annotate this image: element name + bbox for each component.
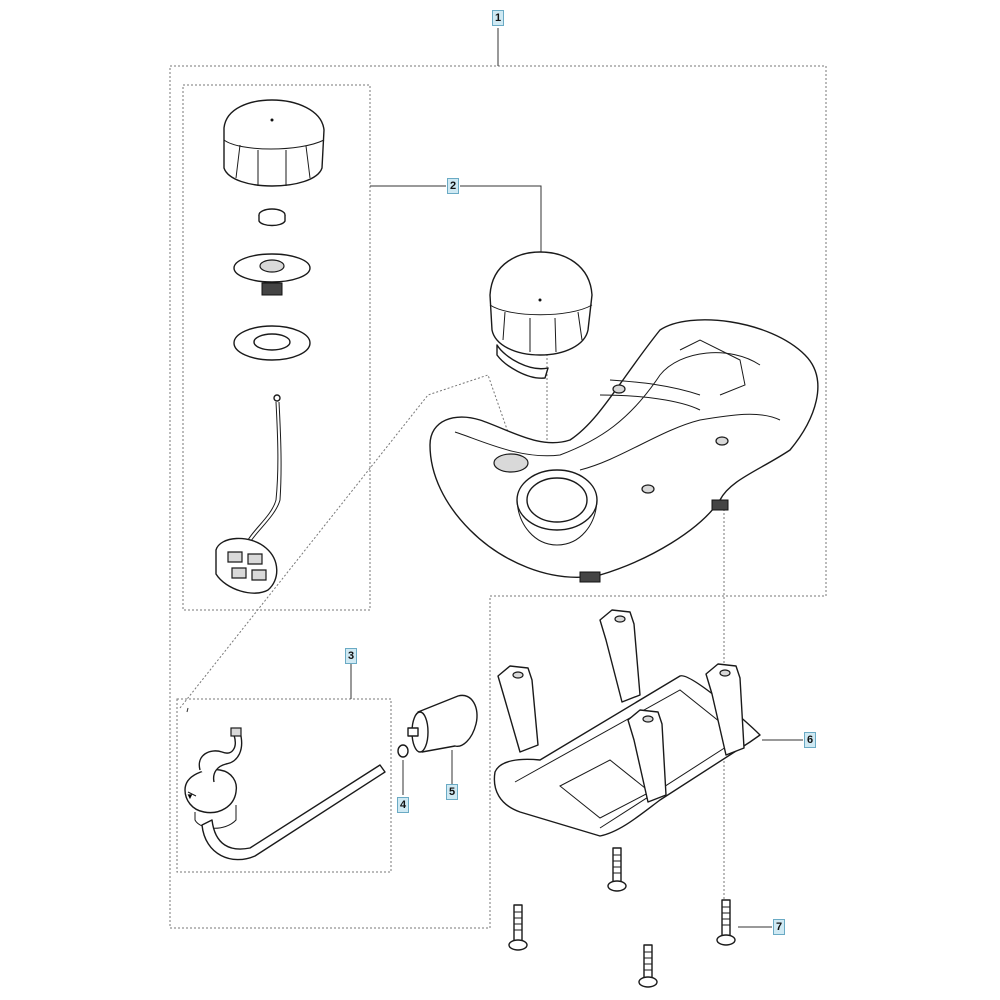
screw-icon [607,847,627,892]
assembly-2-frame [182,84,371,611]
part-tag-6[interactable]: 6 [804,732,816,748]
connection-line [179,374,517,709]
tank-cap-icon [489,251,593,379]
cap-gasket-icon [233,325,311,361]
cap-plug-icon [258,208,286,227]
clip-icon [397,744,409,758]
screw-icon [508,904,528,951]
fuel-cap-icon [223,99,325,187]
fuel-hose-icon: ▼ [184,727,386,861]
part-tag-4[interactable]: 4 [397,797,409,813]
part-tag-7[interactable]: 7 [773,919,785,935]
cap-strap-icon [215,394,282,594]
tank-bracket-icon [493,609,761,837]
screw-icon [638,944,658,988]
fuel-filter-icon [407,694,478,753]
screw-icon [716,899,736,946]
part-tag-5[interactable]: 5 [446,784,458,800]
assembly-1-frame [169,65,827,929]
part-tag-2[interactable]: 2 [447,178,459,194]
part-tag-3[interactable]: 3 [345,648,357,664]
assembly-3-frame [176,698,392,873]
cap-insert-icon [233,253,311,296]
part-tag-1[interactable]: 1 [492,10,504,26]
svg-text:▼: ▼ [186,792,194,801]
leader-2b [460,185,542,255]
fuel-tank-icon [429,319,819,583]
leader-3b [186,707,189,713]
